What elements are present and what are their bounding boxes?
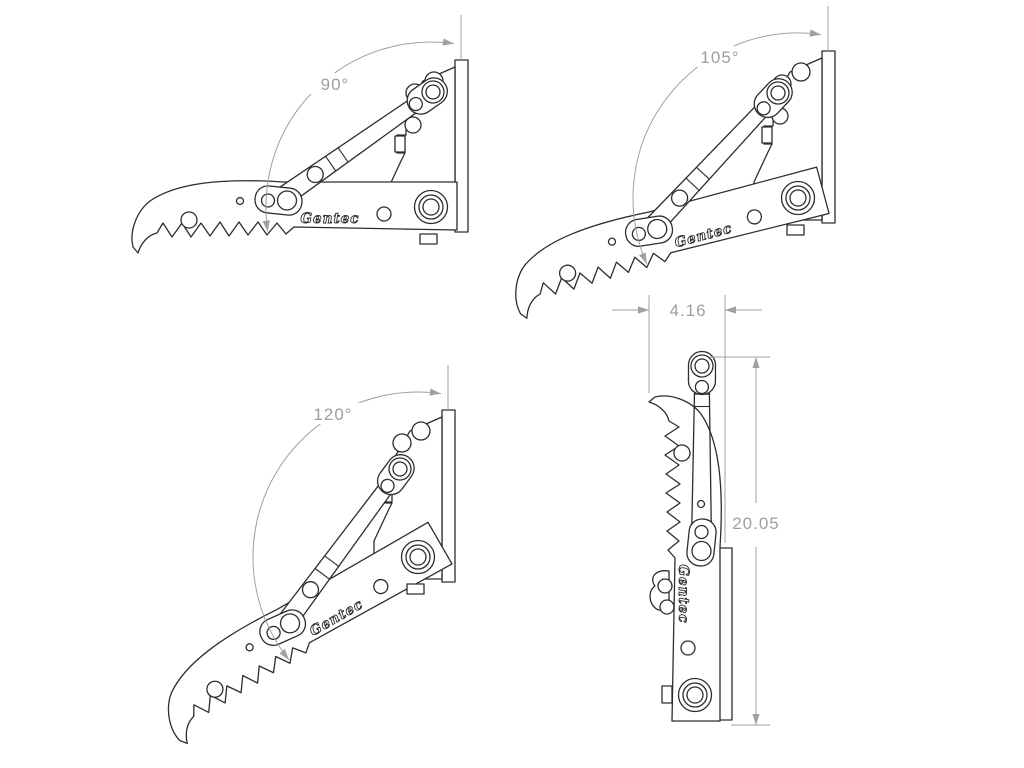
brand-logo: Gentec: [675, 565, 691, 624]
view-art: [167, 365, 456, 744]
brand-logo: Gentec: [301, 211, 360, 227]
angle-label-bg: [687, 46, 753, 67]
view-art: [612, 295, 770, 726]
width-dim-bg: [661, 299, 714, 319]
angle-label-105: 105°: [700, 48, 739, 67]
angle-label-bg: [300, 403, 366, 424]
view-angle-120: 120° Gentec: [167, 365, 456, 744]
angle-label-120: 120°: [313, 405, 352, 424]
width-dimension-label: 4.16: [669, 301, 706, 320]
view-angle-90: 90° Gentec: [131, 15, 469, 254]
height-dim-bg: [726, 512, 786, 534]
view-folded: 4.16 20.05 Gentec: [612, 295, 786, 726]
view-art: [131, 15, 469, 254]
angle-label-90: 90°: [321, 75, 350, 94]
view-art: [515, 6, 836, 319]
angle-label-bg: [306, 73, 364, 94]
height-dimension-label: 20.05: [732, 514, 780, 533]
view-angle-105: 105° Gentec: [515, 6, 836, 319]
